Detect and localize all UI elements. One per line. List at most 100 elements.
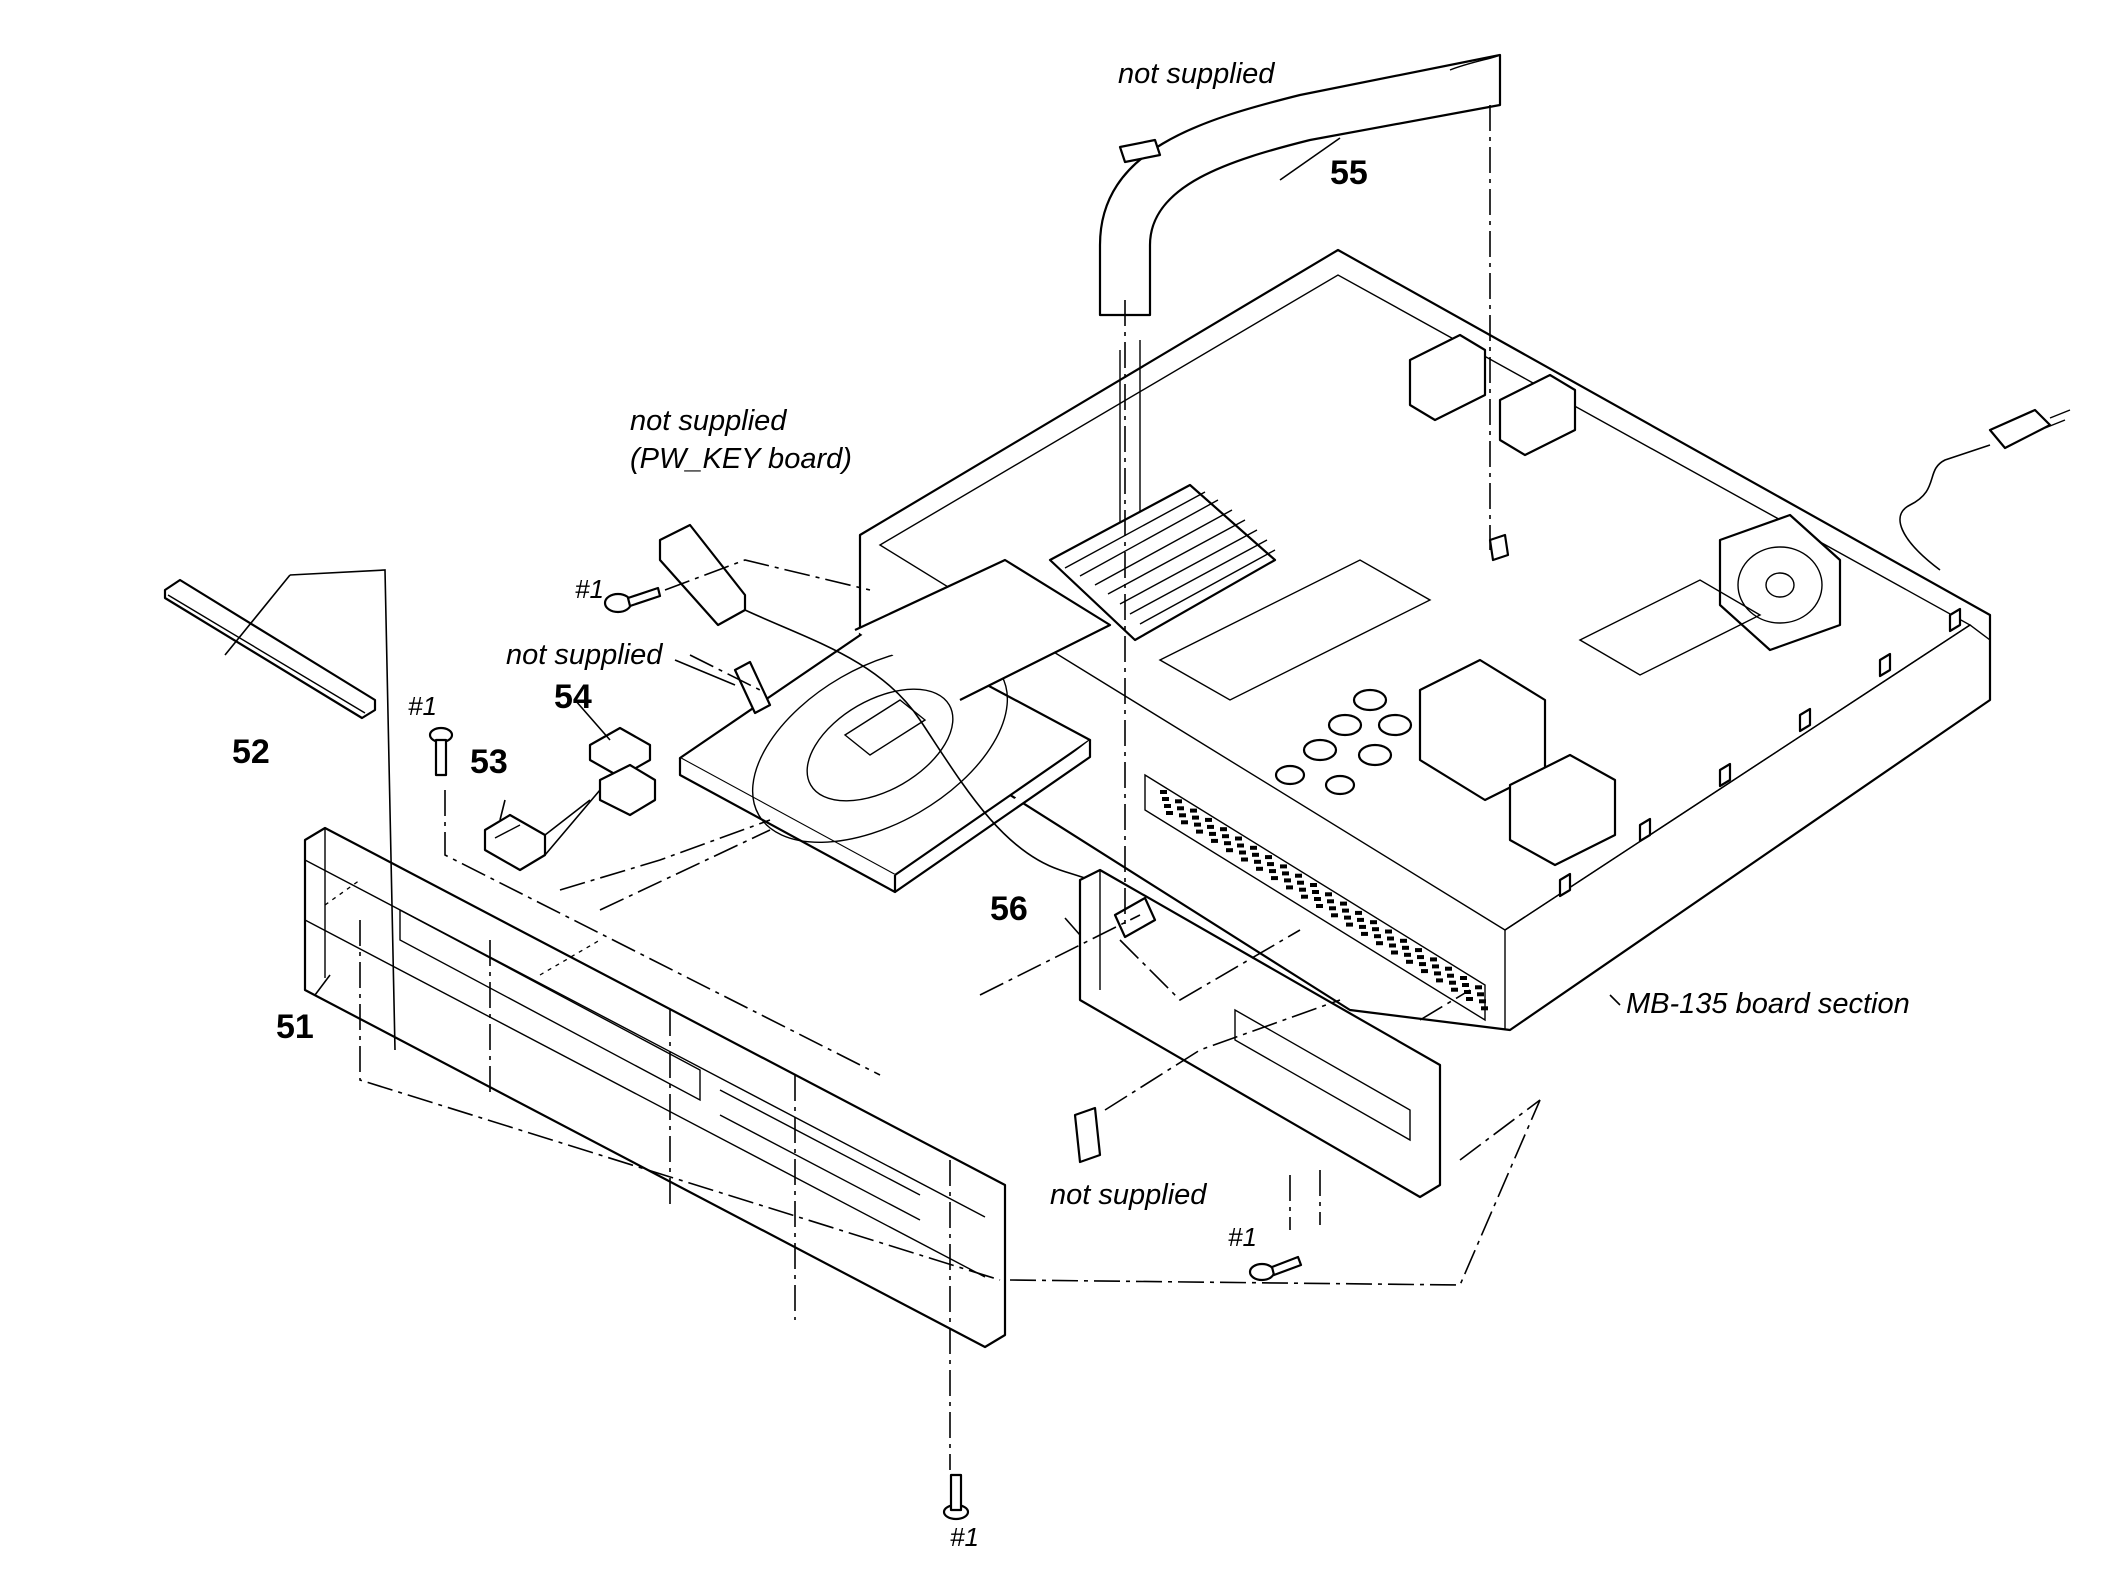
vent-hole [1314,897,1321,901]
part-55-top-strip [1098,53,1502,317]
vent-hole [1299,887,1306,892]
vent-hole [1220,827,1227,832]
vent-hole [1344,915,1351,920]
vent-hole [1329,906,1336,911]
vent-hole [1271,876,1278,881]
vent-hole [1325,892,1332,897]
vent-hole [1237,843,1244,848]
vent-hole [1342,908,1349,913]
vent-hole [1312,890,1319,894]
label-part-51: 51 [276,1008,314,1046]
vent-hole [1181,820,1188,825]
vent-hole [1267,862,1274,867]
screw-1-c [1248,1255,1303,1282]
vent-hole [1447,973,1454,978]
vent-hole [1252,852,1259,857]
vent-hole [1387,936,1394,941]
vent-hole [1449,980,1456,985]
vent-hole [1224,841,1231,846]
vent-hole [1265,855,1272,860]
vent-hole [1391,950,1398,955]
label-part-53: 53 [470,743,508,781]
vent-hole [1162,797,1169,801]
label-part-56: 56 [990,890,1028,928]
vent-hole [1250,845,1257,850]
vent-hole [1477,992,1484,997]
vent-hole [1462,983,1469,987]
label-screw-1-d: #1 [950,1522,979,1552]
vent-hole [1357,917,1364,922]
vent-hole [1479,999,1486,1004]
vent-hole [1376,941,1383,946]
not-supplied-small-block [1488,533,1510,562]
vent-hole [1254,859,1261,864]
vent-hole [1190,808,1197,813]
front-vent-grid [1144,773,1488,1022]
label-not-supplied-pw-key: not supplied [630,405,787,437]
vent-hole [1432,964,1439,969]
vent-hole [1331,913,1338,918]
vent-hole [1359,924,1366,929]
vent-hole [1235,836,1242,841]
vent-hole [1316,904,1323,908]
part-54-switch-bracket [588,726,657,817]
not-supplied-foam-piece [1073,1106,1102,1164]
vent-hole [1295,873,1302,878]
cooling-fan [1718,513,1842,652]
part-52-front-trim [163,578,377,720]
vent-hole [1417,955,1424,960]
vent-hole [1226,848,1233,853]
vent-hole [1175,799,1182,804]
vent-hole [1374,934,1381,939]
disc-drive-unit [678,558,1112,894]
vent-hole [1481,1006,1488,1011]
vent-hole [1280,864,1287,869]
part-53-bracket [483,813,547,872]
vent-hole [1179,813,1186,818]
not-supplied-label-piece [1118,138,1162,164]
label-screw-1-b: #1 [408,691,437,721]
label-not-supplied-shield: not supplied [506,639,663,671]
assembly-lines [224,105,1621,1470]
vent-hole [1421,969,1428,974]
vent-hole [1205,817,1212,822]
vent-hole [1436,978,1443,983]
capacitors [1274,688,1413,796]
vent-hole [1256,866,1263,871]
heatsink [1048,483,1277,642]
vent-hole [1385,929,1392,934]
vent-hole [1211,838,1218,843]
vent-hole [1327,899,1334,904]
vent-hole [1466,997,1473,1001]
label-part-55: 55 [1330,154,1368,192]
vent-hole [1460,976,1467,980]
vent-hole [1310,883,1317,887]
wire-harness [744,609,1097,896]
vent-hole [1166,811,1173,815]
vent-hole [1164,804,1171,808]
vent-hole [1241,857,1248,862]
part-51-front-panel [303,826,1007,1349]
vent-hole [1269,869,1276,874]
label-part-52: 52 [232,733,270,771]
power-cord-plug [1899,408,2071,571]
vent-hole [1430,957,1437,962]
vent-hole [1361,931,1368,936]
vent-hole [1434,971,1441,976]
label-mb-135-board-section: MB-135 board section [1626,988,1910,1020]
label-pw-key-board: (PW_KEY board) [630,443,852,475]
vent-hole [1370,920,1377,925]
vent-hole [1194,822,1201,827]
vent-hole [1239,850,1246,855]
vent-hole [1301,894,1308,899]
chassis-mb-135 [858,248,1992,1032]
vent-hole [1419,962,1426,967]
vent-hole [1160,790,1167,794]
vent-hole [1475,985,1482,990]
vent-hole [1372,927,1379,932]
vent-hole [1406,959,1413,964]
vent-hole [1196,829,1203,834]
screw-1-d [942,1473,970,1521]
vent-hole [1404,952,1411,957]
